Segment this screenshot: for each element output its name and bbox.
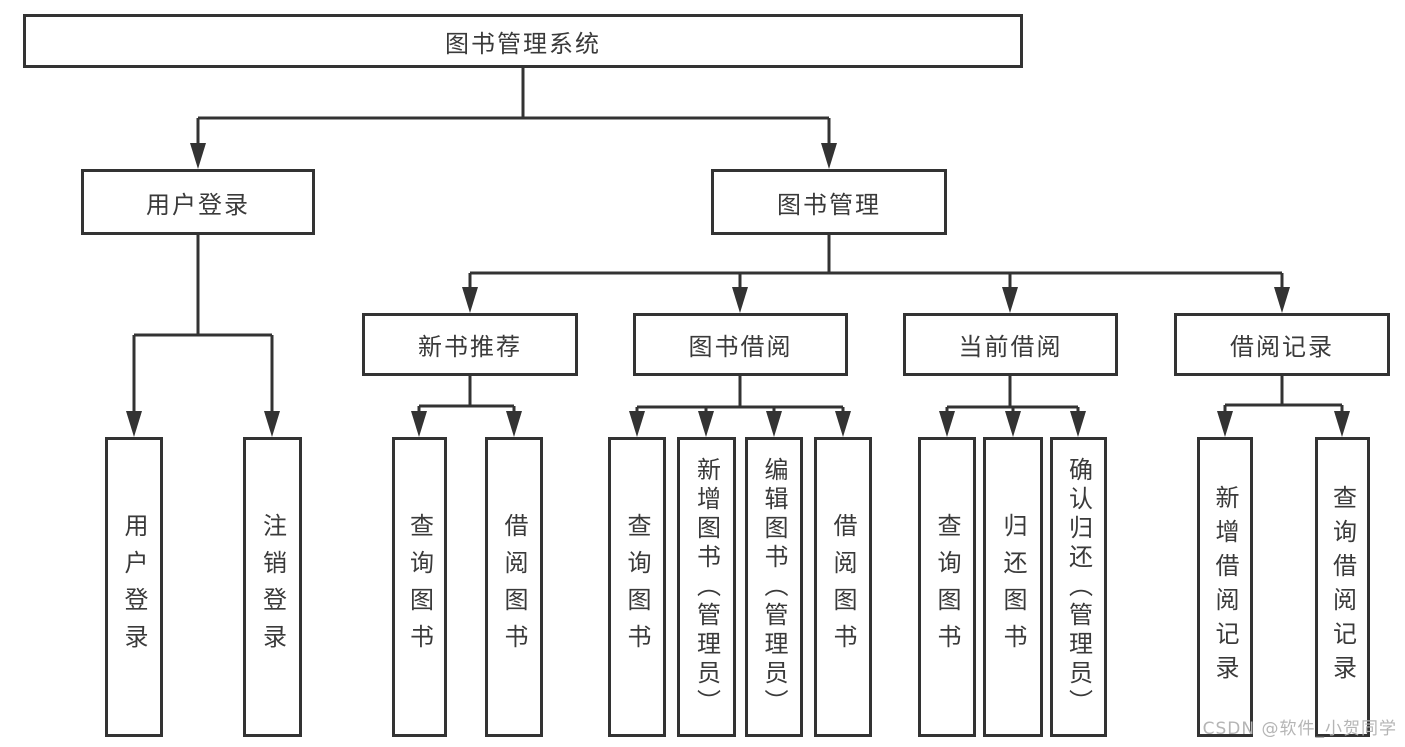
leaf-borrow-books: 借阅图书 [814, 437, 872, 737]
leaf-add-borrow-record: 新增借阅记录 [1197, 437, 1253, 737]
leaf-label: 用户登录 [120, 513, 148, 661]
leaf-logout: 注销登录 [243, 437, 302, 737]
leaf-confirm-return-admin: 确认归还（管理员） [1050, 437, 1107, 737]
leaf-query-books-current: 查询图书 [918, 437, 976, 737]
leaf-label: 借阅图书 [829, 513, 857, 661]
leaf-borrow-books-recommend: 借阅图书 [485, 437, 543, 737]
arrowhead [126, 411, 142, 437]
arrowhead [698, 411, 714, 437]
node-new-book-recommendation: 新书推荐 [362, 313, 578, 376]
leaf-return-books: 归还图书 [983, 437, 1043, 737]
arrowhead [1334, 411, 1350, 437]
leaf-label: 注销登录 [258, 513, 287, 661]
arrowhead [411, 411, 427, 437]
arrowhead [766, 411, 782, 437]
csdn-watermark: CSDN @软件_小贺同学 [1202, 719, 1397, 739]
arrowhead [1217, 411, 1233, 437]
leaf-label: 借阅图书 [500, 513, 528, 661]
leaf-query-borrow-record: 查询借阅记录 [1315, 437, 1370, 737]
arrowhead [190, 143, 206, 169]
leaf-label: 查询图书 [623, 513, 651, 661]
arrowheads [126, 143, 1350, 437]
leaf-label: 编辑图书（管理员） [760, 456, 788, 718]
node-borrowing-records: 借阅记录 [1174, 313, 1390, 376]
node-book-borrowing: 图书借阅 [633, 313, 848, 376]
arrowhead [1002, 287, 1018, 313]
arrowhead [506, 411, 522, 437]
arrowhead [821, 143, 837, 169]
node-book-management: 图书管理 [711, 169, 947, 235]
arrowhead [1005, 411, 1021, 437]
leaf-label: 查询图书 [405, 513, 434, 661]
node-current-borrowing: 当前借阅 [903, 313, 1118, 376]
leaf-add-books-admin: 新增图书（管理员） [677, 437, 736, 737]
leaf-label: 归还图书 [999, 513, 1027, 661]
leaf-label: 查询借阅记录 [1328, 485, 1357, 689]
leaf-edit-books-admin: 编辑图书（管理员） [745, 437, 803, 737]
node-library-management-system: 图书管理系统 [23, 14, 1023, 68]
arrowhead [264, 411, 280, 437]
arrowhead [1274, 287, 1290, 313]
leaf-label: 新增借阅记录 [1211, 485, 1239, 689]
leaf-label: 查询图书 [933, 513, 961, 661]
arrowhead [1070, 411, 1086, 437]
leaf-query-books-borrow: 查询图书 [608, 437, 666, 737]
arrowhead [939, 411, 955, 437]
leaf-label: 确认归还（管理员） [1064, 456, 1093, 718]
arrowhead [835, 411, 851, 437]
node-user-login: 用户登录 [81, 169, 315, 235]
leaf-user-login: 用户登录 [105, 437, 163, 737]
arrowhead [629, 411, 645, 437]
arrowhead [462, 287, 478, 313]
arrowhead [732, 287, 748, 313]
leaf-label: 新增图书（管理员） [692, 456, 721, 718]
leaf-query-books-recommend: 查询图书 [392, 437, 447, 737]
